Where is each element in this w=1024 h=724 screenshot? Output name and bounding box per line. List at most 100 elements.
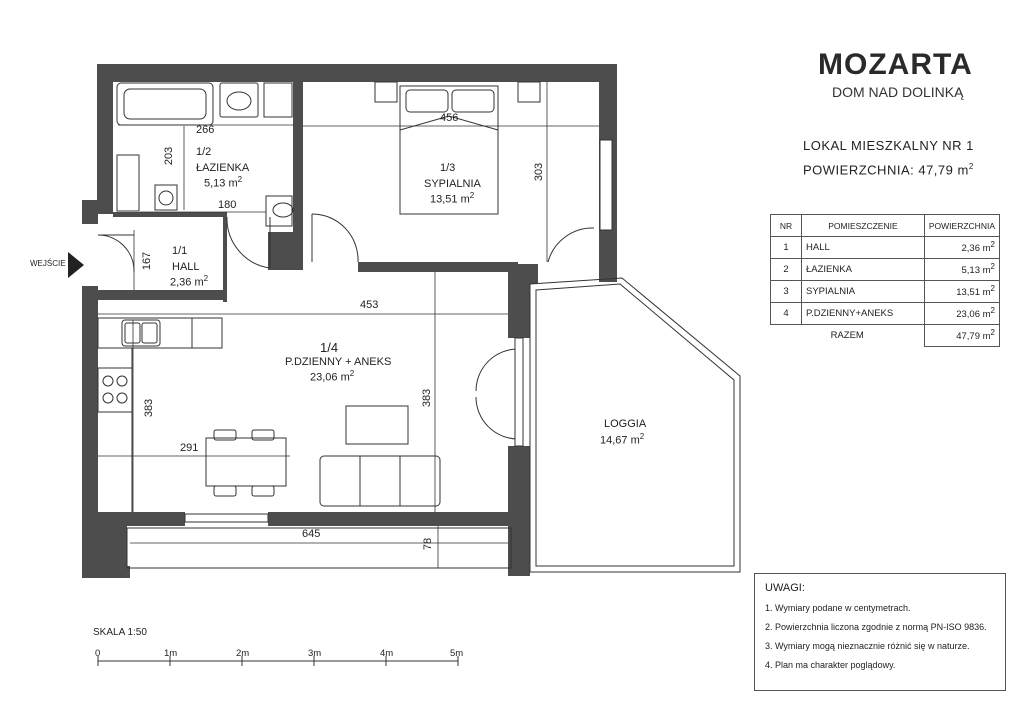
bath-door-swing [226, 216, 271, 269]
note-item: 4. Plan ma charakter poglądowy. [765, 660, 896, 670]
room-bath-name: ŁAZIENKA [196, 162, 250, 174]
living-door-swing-b [475, 396, 519, 440]
wall-hall-right [223, 212, 227, 302]
dim-dining-width: 291 [180, 442, 199, 454]
room-bed-num: 1/3 [440, 162, 456, 174]
dim-living-depth-right: 383 [421, 388, 434, 408]
bath-cabinet-2 [116, 154, 140, 212]
room-bed-area: 13,51 m2 [430, 191, 475, 206]
wall-left-lower [82, 290, 98, 576]
washing-machine-drum [158, 190, 174, 206]
washbasin [219, 82, 259, 118]
room-bed-name: SYPIALNIA [424, 178, 481, 190]
dim-bath-lower: 180 [218, 199, 237, 211]
walls [82, 64, 617, 578]
window-bedroom [599, 139, 613, 231]
dim-bath-depth: 203 [163, 146, 176, 166]
kitchen-sink-left [124, 322, 141, 344]
room-bath-area: 5,13 m2 [204, 175, 243, 190]
bed [399, 85, 499, 215]
col-area: POWIERZCHNIA [923, 214, 1001, 237]
stove [97, 367, 133, 413]
unit-area: POWIERZCHNIA: 47,79 m2 [803, 162, 974, 178]
window-loggia [514, 337, 524, 447]
brand-title: MOZARTA [818, 48, 973, 81]
pillar-bottom-left [97, 520, 127, 568]
room-bath-num: 1/2 [196, 146, 212, 158]
table-row: 1 HALL 2,36 m2 [770, 236, 1001, 259]
table-row: 2 ŁAZIENKA 5,13 m2 [770, 258, 1001, 281]
pillow-right [451, 89, 495, 113]
scale-title: SKALA 1:50 [93, 627, 147, 638]
toilet-box [265, 195, 293, 227]
scale-tick: 1m [164, 648, 178, 659]
room-living-name: P.DZIENNY + ANEKS [285, 356, 392, 368]
col-room: POMIESZCZENIE [801, 214, 925, 237]
loggia-inner [535, 283, 735, 567]
bed-blanket [399, 115, 499, 131]
kitchen-sink [121, 319, 161, 347]
room-living-num: 1/4 [320, 340, 339, 355]
room-living-area: 23,06 m2 [310, 369, 355, 384]
living-door-swing-a [475, 348, 519, 392]
washing-machine [154, 184, 178, 211]
burner-2 [116, 375, 128, 387]
scale-tick: 4m [380, 648, 394, 659]
washbasin-bowl [226, 91, 252, 111]
dim-hall-depth: 167 [141, 251, 154, 271]
scale-tick: 5m [450, 648, 464, 659]
table-row: 4 P.DZIENNY+ANEKS 23,06 m2 [770, 302, 1001, 325]
note-item: 2. Powierzchnia liczona zgodnie z normą … [765, 622, 987, 632]
dim-bed-depth: 303 [533, 162, 546, 182]
unit-title: LOKAL MIESZKALNY NR 1 [803, 138, 974, 153]
room-hall-area: 2,36 m2 [170, 274, 209, 289]
burner-3 [102, 392, 114, 404]
toilet-bowl [272, 202, 294, 218]
table-row: 3 SYPIALNIA 13,51 m2 [770, 280, 1001, 303]
chair-2 [251, 429, 275, 441]
wall-bed-living [358, 262, 518, 272]
scale-tick: 2m [236, 648, 250, 659]
dim-living-depth-left: 383 [143, 398, 156, 418]
nightstand-right [517, 81, 541, 103]
wall-bath-bottom [113, 212, 223, 217]
note-item: 1. Wymiary podane w centymetrach. [765, 603, 911, 613]
pillow-left [405, 89, 449, 113]
wall-left-balcony [82, 518, 98, 576]
notes-title: UWAGI: [765, 582, 805, 594]
chair-3 [213, 485, 237, 497]
bathtub-inner [123, 88, 207, 120]
rooms-table: NR POMIESZCZENIE POWIERZCHNIA 1 HALL 2,3… [770, 214, 1001, 347]
sofa [319, 455, 441, 507]
burner-4 [116, 392, 128, 404]
chair-1 [213, 429, 237, 441]
burner-1 [102, 375, 114, 387]
col-nr: NR [770, 214, 802, 237]
kitchen-sink-right [141, 322, 158, 344]
table-total-row: RAZEM 47,79 m2 [770, 324, 1001, 347]
room-loggia-name: LOGGIA [604, 418, 647, 430]
brand-subtitle: DOM NAD DOLINKĄ [832, 84, 964, 100]
dining-table [205, 437, 287, 487]
wall-loggia-lower [508, 446, 530, 576]
wall-bottom-right [268, 512, 530, 526]
bath-cabinet [263, 82, 293, 118]
window-living [184, 513, 269, 523]
entry-door-swing [97, 234, 135, 273]
wall-left-upper [97, 64, 113, 214]
room-loggia-area: 14,67 m2 [600, 432, 645, 447]
dimension-lines [98, 82, 599, 568]
dim-balcony-depth: 78 [422, 537, 435, 551]
note-item: 3. Wymiary mogą nieznacznie różnić się w… [765, 641, 970, 651]
wall-stub [268, 232, 298, 270]
chair-4 [251, 485, 275, 497]
dim-living-width: 453 [360, 299, 379, 311]
loggia-door-swing-top [547, 227, 595, 263]
room-hall-num: 1/1 [172, 245, 188, 257]
wall-bottom-corner [82, 566, 130, 578]
dim-bed-width: 456 [440, 112, 459, 124]
notes-box: UWAGI: 1. Wymiary podane w centymetrach.… [754, 573, 1006, 691]
entrance-arrow [68, 252, 84, 278]
fridge [191, 317, 223, 349]
